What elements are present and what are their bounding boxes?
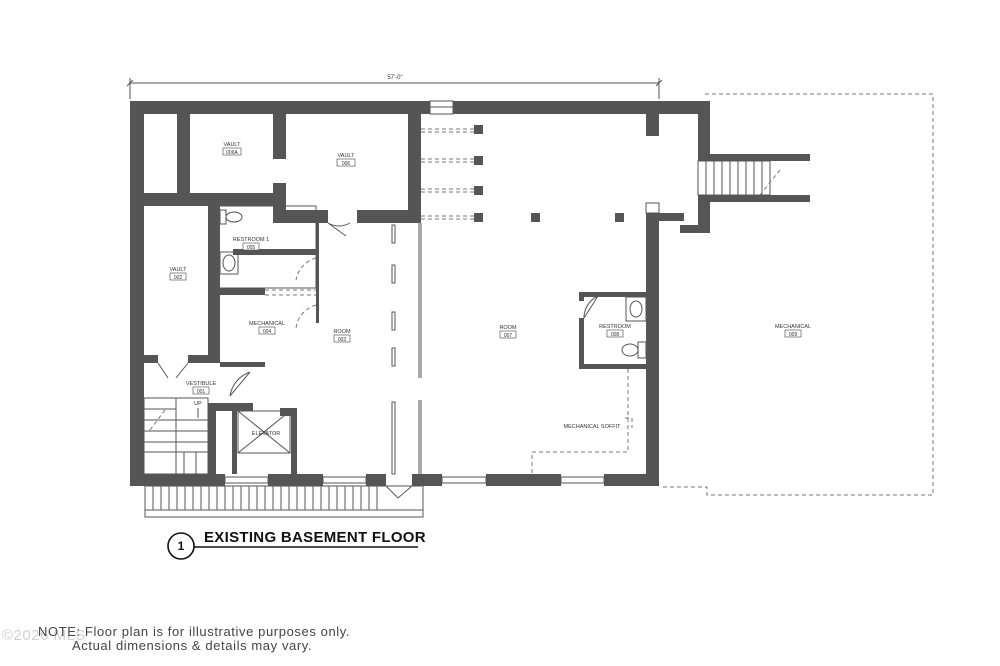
room-name: ROOM xyxy=(333,329,351,335)
title-text: EXISTING BASEMENT FLOOR xyxy=(204,529,426,546)
dimension-text: 57'-0" xyxy=(387,75,402,81)
mechanical-soffit-label: MECHANICAL SOFFIT xyxy=(564,424,622,430)
exterior-stair xyxy=(697,154,810,202)
room-name: VAULT xyxy=(224,142,242,148)
windows xyxy=(224,100,660,484)
room-name: VAULT xyxy=(170,267,188,273)
room-number: 004 xyxy=(263,329,272,335)
disclaimer-line-1: NOTE: Floor plan is for illustrative pur… xyxy=(38,624,350,639)
restroom-1-fixtures xyxy=(219,209,243,275)
doors xyxy=(157,222,599,499)
room-labels: VAULT 006A VAULT 006 VAULT 002 RESTROOM … xyxy=(170,142,811,395)
room-number: 001 xyxy=(197,389,206,395)
elevator: ELEVATOR xyxy=(237,410,291,454)
room-name: ROOM xyxy=(499,325,517,331)
mechanical-soffit-outline: MECHANICAL SOFFIT xyxy=(531,369,633,474)
room-number: 002 xyxy=(174,275,183,281)
room-name: VESTIBULE xyxy=(186,381,217,387)
disclaimer-line-2: Actual dimensions & details may vary. xyxy=(72,638,312,653)
room-name: RESTROOM xyxy=(599,324,631,330)
room-name: MECHANICAL xyxy=(775,324,811,330)
room-number: 006A xyxy=(226,150,238,156)
room-number: 005 xyxy=(247,245,256,251)
drawing-title: 1 EXISTING BASEMENT FLOOR xyxy=(167,529,426,560)
outer-walls xyxy=(130,101,710,486)
front-steps xyxy=(144,485,424,518)
room-name: MECHANICAL xyxy=(249,321,285,327)
room-number: 003 xyxy=(338,337,347,343)
room-number: 009 xyxy=(789,332,798,338)
room-partitions xyxy=(391,223,422,475)
elevator-label: ELEVATOR xyxy=(252,431,280,437)
room-number: 007 xyxy=(504,333,513,339)
interior-stair: UP xyxy=(143,397,209,475)
stair-up-label: UP xyxy=(194,401,202,407)
room-name: RESTROOM 1 xyxy=(233,237,269,243)
columns xyxy=(421,125,624,222)
copyright-watermark: ©2026 MLS xyxy=(2,627,86,644)
room-name: VAULT xyxy=(338,153,356,159)
vault-walls xyxy=(144,114,421,363)
room-number: 008 xyxy=(611,332,620,338)
room-number: 006 xyxy=(342,161,351,167)
dimension-line: 57'-0" xyxy=(126,75,663,99)
restroom-008 xyxy=(579,292,647,369)
title-number: 1 xyxy=(178,539,185,553)
mechanical-area-outline xyxy=(660,93,934,496)
